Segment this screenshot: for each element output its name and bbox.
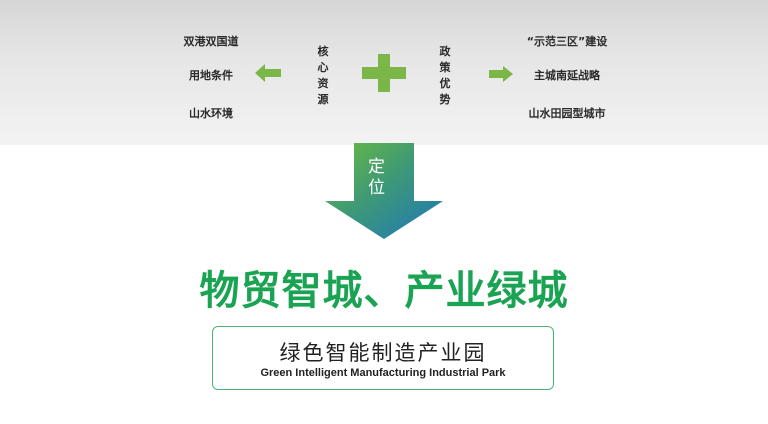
policy-advantage-label: 政策优势 xyxy=(439,45,451,106)
headline: 物贸智城、产业绿城 xyxy=(199,268,569,314)
park-name-en: Green Intelligent Manufacturing Industri… xyxy=(260,367,506,379)
left-item-landscape: 山水环境 xyxy=(189,107,233,120)
right-item-demo-zones: “示范三区”建设 xyxy=(526,35,608,48)
right-item-south-extension: 主城南延战略 xyxy=(534,69,600,82)
down-arrow-icon xyxy=(325,143,443,239)
plus-icon xyxy=(362,54,406,92)
park-name-cn: 绿色智能制造产业园 xyxy=(279,341,487,365)
left-arrow-icon xyxy=(255,64,281,82)
core-resources-label: 核心资源 xyxy=(317,45,329,106)
right-item-garden-city: 山水田园型城市 xyxy=(528,107,606,120)
left-item-ports: 双港双国道 xyxy=(183,35,239,48)
left-item-land: 用地条件 xyxy=(189,69,233,82)
positioning-label: 定位 xyxy=(368,157,385,198)
right-arrow-icon xyxy=(489,66,513,82)
park-box: 绿色智能制造产业园 Green Intelligent Manufacturin… xyxy=(212,326,554,390)
